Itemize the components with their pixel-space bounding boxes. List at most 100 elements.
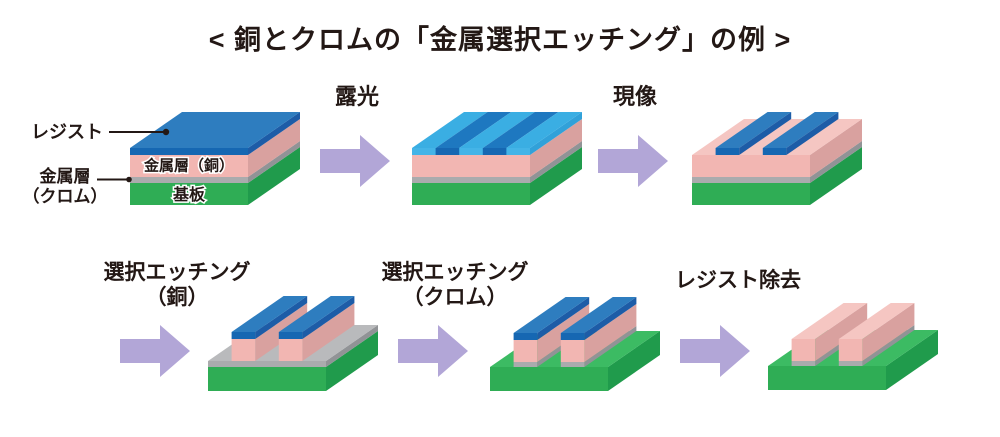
resist-ridge-front (715, 148, 740, 155)
stage2-exposed-stack (412, 112, 582, 205)
stage1-initial-stack: 金属層（銅） 基板 レジスト 金属層 （クロム） (23, 112, 300, 206)
right-arrow-icon (598, 135, 668, 187)
substrate-side-face (608, 331, 660, 391)
copper-layer-label: 金属層（銅） (143, 157, 234, 175)
substrate-front-face (130, 183, 248, 205)
resist-side-face (530, 112, 582, 155)
resist-callout: レジスト (31, 122, 170, 142)
right-arrow-icon (680, 325, 750, 377)
ridge-resist-top (231, 296, 308, 332)
copper-side-face (810, 119, 862, 177)
ridge-chrome-front (791, 361, 816, 366)
ridge-resist-side (255, 296, 308, 339)
resist-ridge (762, 112, 839, 155)
substrate-front-face (208, 367, 326, 391)
step-label-resist-removal: レジスト除去 (648, 268, 828, 293)
chrome-side-face (326, 325, 378, 367)
resist-ridge-front (762, 148, 787, 155)
substrate-front-face (490, 367, 608, 391)
ridge-chrome-front (513, 362, 538, 367)
stage4-copper-etched (208, 296, 378, 391)
resist-front-dark-segment (435, 148, 460, 155)
resist-ridge-side (739, 112, 792, 155)
substrate-front-face (768, 366, 886, 390)
resist-side-face (248, 112, 300, 155)
masked-stripe (482, 112, 559, 148)
ridge-resist-side (537, 297, 590, 340)
ridge-chrome-front (838, 361, 863, 366)
ridge-chrome-front (560, 362, 585, 367)
chrome-side-face (810, 141, 862, 183)
substrate-layer-label: 基板 (172, 185, 206, 204)
ridge-copper-front (513, 340, 538, 362)
resist-ridge-top (715, 112, 792, 148)
stage6-final-pattern (768, 303, 938, 390)
stage3-developed-stack (692, 112, 862, 205)
exposed-stripe (412, 112, 488, 148)
chrome-callout-label-line2: （クロム） (23, 186, 108, 206)
full-stack-ridge (560, 297, 637, 367)
right-arrow-icon (398, 325, 468, 377)
copper-side-face (530, 119, 582, 177)
resist-front-face (412, 148, 530, 155)
step-label-etch-chrome-line1: 選択エッチング (381, 261, 529, 284)
step-label-exposure: 露光 (307, 84, 407, 109)
diagram-title: < 銅とクロムの「金属選択エッチング」の例 > (208, 25, 792, 55)
ridge-chrome-side (862, 325, 915, 366)
step-label-development-text: 現像 (612, 84, 657, 109)
ridge-copper-top (791, 303, 868, 339)
exposed-stripe (459, 112, 535, 148)
substrate-side-face (810, 147, 862, 205)
step-label-etch-chrome: 選択エッチング （クロム） (366, 260, 544, 310)
substrate-side-face (886, 330, 938, 390)
copper-front-face (130, 155, 248, 177)
chrome-front-face (208, 361, 326, 367)
ridge-copper-front (791, 339, 816, 361)
chrome-front-face (412, 177, 530, 183)
resist-callout-dot (162, 128, 170, 136)
step-label-etch-chrome-line2: （クロム） (402, 286, 508, 309)
copper-front-face (412, 155, 530, 177)
ridge-copper-front (560, 340, 585, 362)
ridge-copper-side (815, 303, 868, 361)
masked-stripe (435, 112, 512, 148)
ridge-copper-side (862, 303, 915, 361)
ridge-resist-front (231, 332, 256, 339)
ridge-chrome-side (584, 326, 637, 367)
copper-resist-ridge (278, 296, 355, 361)
arrow-etch-copper (120, 325, 190, 377)
copper-side-face (248, 119, 300, 177)
chrome-callout-dot (126, 176, 132, 183)
stage5-chrome-etched (490, 297, 660, 391)
copper-resist-ridge (231, 296, 308, 361)
resist-front-dark-segment (482, 148, 507, 155)
ridge-resist-side (584, 297, 637, 340)
arrow-exposure (320, 135, 390, 187)
step-label-etch-copper: 選択エッチング （銅） (88, 260, 266, 310)
chrome-front-face (130, 177, 248, 183)
ridge-copper-front (231, 339, 256, 361)
arrow-resist-removal (680, 325, 750, 377)
arrow-etch-chrome (398, 325, 468, 377)
right-arrow-icon (120, 325, 190, 377)
metal-line-ridge (838, 303, 915, 366)
chrome-side-face (248, 141, 300, 183)
step-label-exposure-text: 露光 (334, 84, 379, 109)
substrate-front-face (412, 183, 530, 205)
ridge-resist-top (278, 296, 355, 332)
step-label-resist-removal-text: レジスト除去 (675, 269, 801, 292)
ridge-copper-front (838, 339, 863, 361)
resist-front-face (130, 148, 248, 155)
chrome-front-face (692, 177, 810, 183)
substrate-front-face (692, 183, 810, 205)
chrome-callout-label-line1: 金属層 (39, 166, 91, 186)
substrate-side-face (530, 147, 582, 205)
arrow-development (598, 135, 668, 187)
chrome-callout: 金属層 （クロム） (23, 166, 132, 206)
ridge-copper-top (838, 303, 915, 339)
resist-ridge (715, 112, 792, 155)
substrate-side-face (326, 331, 378, 391)
ridge-resist-front (560, 333, 585, 340)
resist-ridge-top (762, 112, 839, 148)
step-label-development: 現像 (585, 84, 685, 109)
